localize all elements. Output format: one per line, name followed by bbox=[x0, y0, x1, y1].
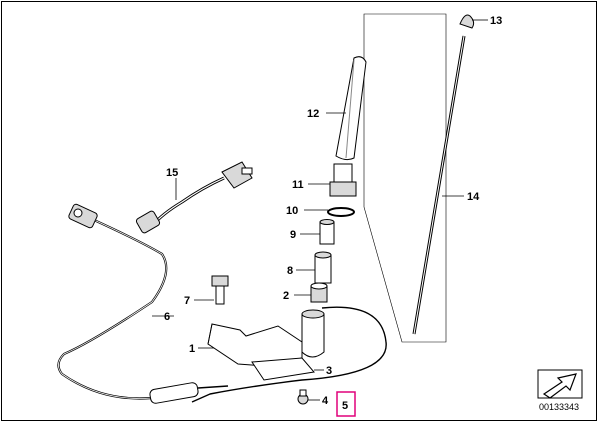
label-part-6[interactable]: 6 bbox=[164, 311, 170, 323]
bracket-part[interactable] bbox=[207, 323, 303, 367]
label-part-7[interactable]: 7 bbox=[184, 295, 190, 307]
cover-part[interactable] bbox=[335, 56, 367, 161]
highlight-box-part-5 bbox=[336, 391, 356, 417]
sleeve-part[interactable] bbox=[319, 219, 335, 245]
label-part-10[interactable]: 10 bbox=[286, 205, 298, 217]
bushing-part[interactable] bbox=[314, 251, 332, 284]
label-part-3[interactable]: 3 bbox=[326, 365, 332, 377]
rod-part[interactable] bbox=[412, 35, 466, 335]
cable-6-line[interactable] bbox=[57, 219, 168, 400]
antenna-cable[interactable] bbox=[191, 306, 387, 403]
plate-part[interactable] bbox=[251, 357, 315, 381]
cable-15[interactable] bbox=[135, 161, 253, 234]
diagram-frame: 1 2 3 4 5 6 7 8 9 10 11 12 13 14 15 0013… bbox=[1, 1, 597, 421]
base-assembly[interactable] bbox=[301, 309, 325, 358]
cable-6-connector[interactable] bbox=[68, 203, 98, 229]
nut-part[interactable] bbox=[329, 163, 357, 197]
nut2-part[interactable] bbox=[310, 282, 328, 303]
label-part-13[interactable]: 13 bbox=[490, 15, 502, 27]
label-part-1[interactable]: 1 bbox=[189, 343, 195, 355]
rod-outline-box bbox=[363, 13, 447, 343]
label-part-5[interactable]: 5 bbox=[342, 400, 348, 412]
label-part-12[interactable]: 12 bbox=[307, 108, 319, 120]
label-part-2[interactable]: 2 bbox=[283, 290, 289, 302]
label-part-4[interactable]: 4 bbox=[322, 395, 329, 407]
label-part-14[interactable]: 14 bbox=[467, 191, 480, 203]
ring-part[interactable] bbox=[327, 207, 355, 217]
label-part-11[interactable]: 11 bbox=[292, 179, 304, 191]
label-part-8[interactable]: 8 bbox=[287, 265, 293, 277]
arrow-nav-icon[interactable] bbox=[537, 369, 583, 399]
label-part-9[interactable]: 9 bbox=[290, 229, 296, 241]
diagram-number: 00133343 bbox=[539, 402, 579, 412]
inline-filter[interactable] bbox=[149, 382, 229, 404]
screw-part[interactable] bbox=[297, 389, 309, 405]
bolt-part[interactable] bbox=[211, 275, 229, 305]
label-part-15[interactable]: 15 bbox=[166, 167, 178, 179]
cap-part[interactable] bbox=[459, 14, 475, 29]
